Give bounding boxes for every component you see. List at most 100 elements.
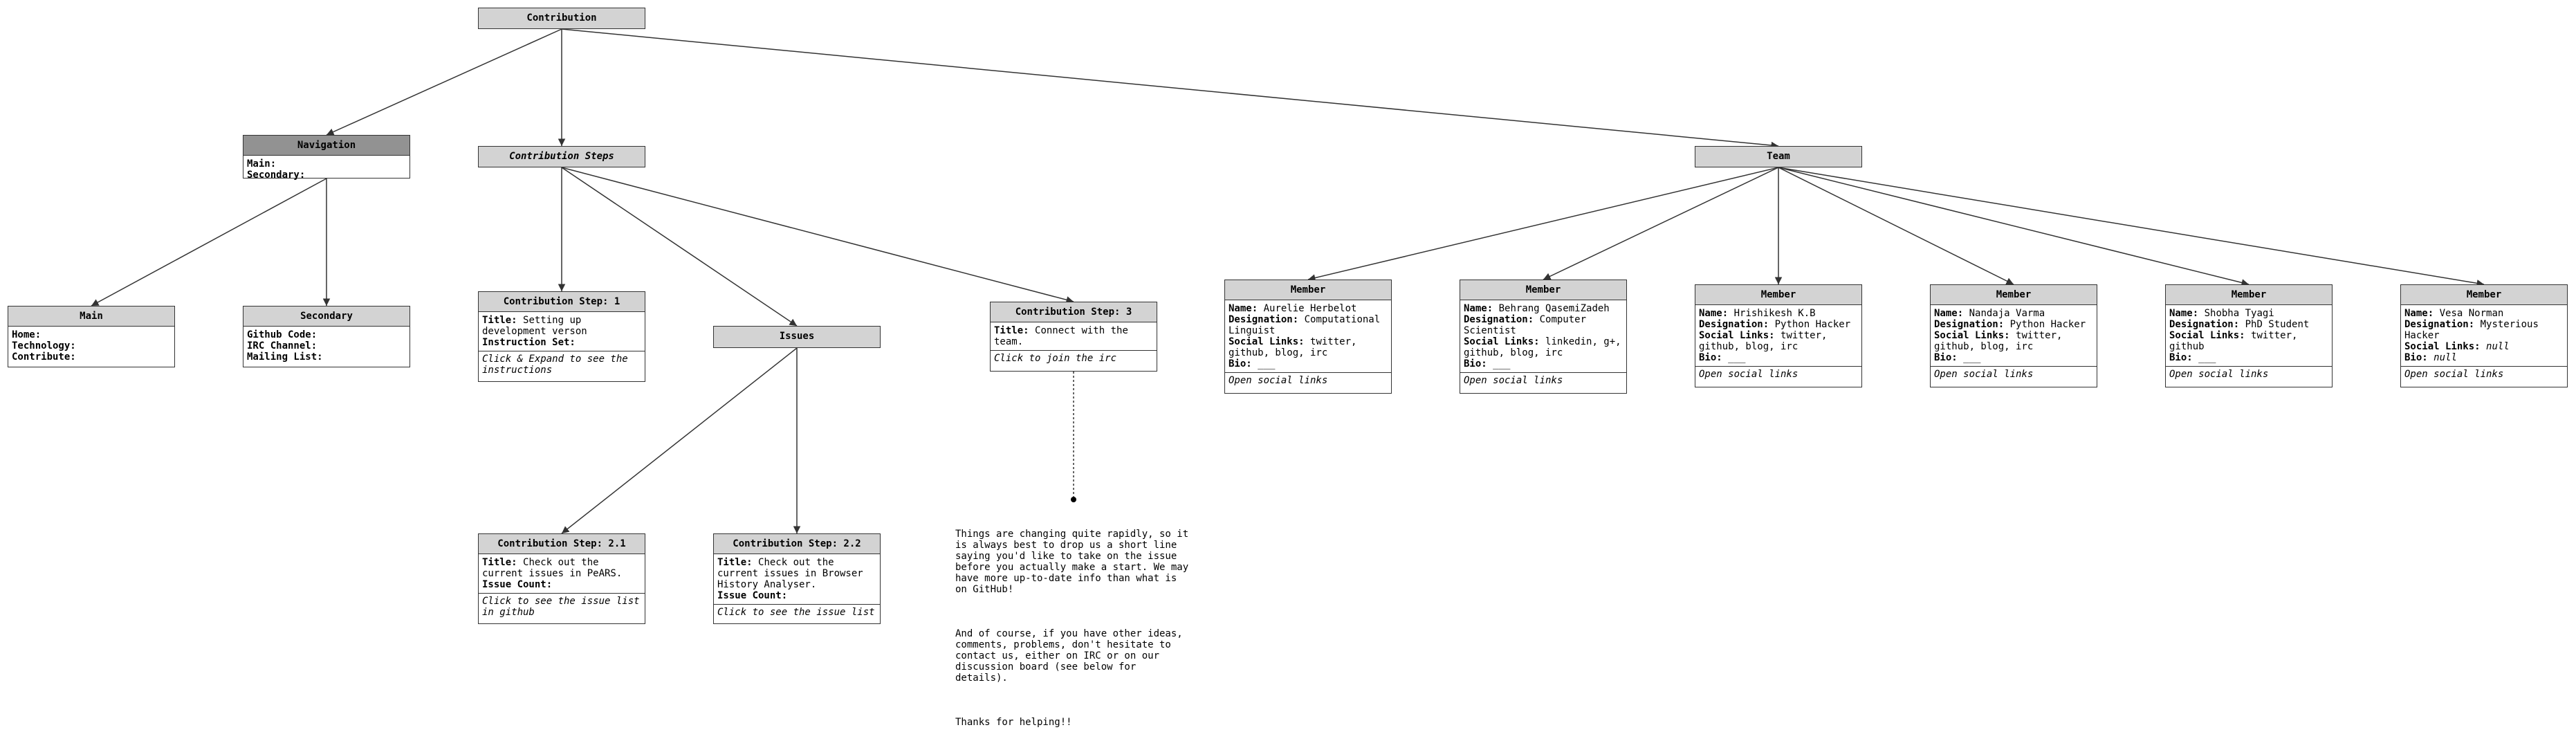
node-member-1[interactable]: Member Name: Aurelie Herbelot Designatio… bbox=[1224, 280, 1392, 394]
field-label: Mailing List: bbox=[247, 351, 323, 363]
node-title: Member bbox=[2166, 285, 2332, 305]
field-value: Connect with the team. bbox=[994, 325, 1128, 347]
field-value: Check out the current issues in Browser … bbox=[717, 557, 863, 590]
member-bio: ___ bbox=[1963, 352, 1981, 363]
field-label: Social Links: bbox=[2404, 341, 2481, 352]
field-label: Designation: bbox=[1699, 319, 1769, 330]
member-designation: Mysterious Hacker bbox=[2404, 319, 2539, 341]
node-title: Contribution bbox=[479, 8, 645, 28]
field-label: Technology: bbox=[12, 340, 76, 351]
node-contribution-step-3[interactable]: Contribution Step: 3 Title: Connect with… bbox=[990, 302, 1157, 372]
field-label: Github Code: bbox=[247, 329, 318, 340]
node-member-3[interactable]: Member Name: Hrishikesh K.B Designation:… bbox=[1695, 284, 1862, 387]
node-title: Main bbox=[8, 307, 174, 327]
member-name: Nandaja Varma bbox=[1969, 308, 2045, 319]
node-navigation[interactable]: Navigation Main: Secondary: bbox=[243, 135, 410, 181]
field-label: Social Links: bbox=[1699, 330, 1775, 341]
member-name: Hrishikesh K.B bbox=[1733, 308, 1816, 319]
node-main[interactable]: Main Home: Technology: Contribute: bbox=[8, 306, 175, 367]
field-label: Title: bbox=[482, 557, 517, 568]
field-label: Instruction Set: bbox=[482, 337, 576, 348]
open-social-links[interactable]: Open social links bbox=[1460, 372, 1626, 388]
field-label: Main: bbox=[247, 158, 277, 170]
field-label: Secondary: bbox=[247, 170, 306, 181]
open-social-links[interactable]: Open social links bbox=[2401, 366, 2567, 382]
note-anchor-dot bbox=[1071, 497, 1076, 502]
field-label: Bio: bbox=[1229, 358, 1252, 369]
field-label: Bio: bbox=[1464, 358, 1487, 369]
field-label: Issue Count: bbox=[717, 590, 788, 601]
field-label: Social Links: bbox=[1464, 336, 1540, 347]
field-label: Bio: bbox=[2404, 352, 2428, 363]
expand-instructions-link[interactable]: Click & Expand to see the instructions bbox=[479, 351, 645, 378]
field-label: Issue Count: bbox=[482, 579, 553, 590]
member-name: Behrang QasemiZadeh bbox=[1498, 303, 1610, 314]
member-bio: ___ bbox=[2198, 352, 2216, 363]
node-title: Team bbox=[1695, 147, 1861, 166]
node-issues[interactable]: Issues bbox=[713, 326, 881, 348]
member-bio: ___ bbox=[1728, 352, 1746, 363]
node-title: Issues bbox=[714, 327, 880, 346]
open-social-links[interactable]: Open social links bbox=[1931, 366, 2097, 382]
open-social-links[interactable]: Open social links bbox=[1695, 366, 1861, 382]
field-label: Designation: bbox=[1229, 314, 1299, 325]
node-title: Member bbox=[1695, 285, 1861, 305]
node-title: Member bbox=[1460, 280, 1626, 300]
member-social: twitter, github, blog, irc bbox=[1229, 336, 1357, 358]
node-contribution-step-1[interactable]: Contribution Step: 1 Title: Setting up d… bbox=[478, 291, 645, 382]
field-label: Name: bbox=[1464, 303, 1493, 314]
diagram-edges bbox=[91, 28, 2485, 534]
open-social-links[interactable]: Open social links bbox=[2166, 366, 2332, 382]
member-designation: PhD Student bbox=[2245, 319, 2310, 330]
member-social: linkedin, g+, github, blog, irc bbox=[1464, 336, 1621, 358]
member-bio: ___ bbox=[1493, 358, 1511, 369]
field-label: Bio: bbox=[2169, 352, 2193, 363]
member-designation: Computational Linguist bbox=[1229, 314, 1381, 336]
node-member-4[interactable]: Member Name: Nandaja Varma Designation: … bbox=[1930, 284, 2097, 387]
field-label: Title: bbox=[717, 557, 753, 568]
field-label: Social Links: bbox=[1934, 330, 2010, 341]
member-social: null bbox=[2486, 341, 2510, 352]
member-name: Aurelie Herbelot bbox=[1263, 303, 1357, 314]
join-irc-link[interactable]: Click to join the irc bbox=[991, 350, 1157, 366]
field-label: Social Links: bbox=[2169, 330, 2245, 341]
edge-team-member-4 bbox=[1778, 167, 2014, 285]
node-member-5[interactable]: Member Name: Shobha Tyagi Designation: P… bbox=[2165, 284, 2333, 387]
edge-issues-step21 bbox=[561, 347, 798, 534]
issue-list-link[interactable]: Click to see the issue list in github bbox=[479, 593, 645, 620]
node-contribution-steps[interactable]: Contribution Steps bbox=[478, 146, 645, 167]
node-member-2[interactable]: Member Name: Behrang QasemiZadeh Designa… bbox=[1460, 280, 1627, 394]
node-title: Member bbox=[2401, 285, 2567, 305]
field-label: Title: bbox=[994, 325, 1029, 336]
node-contribution-step-2-2[interactable]: Contribution Step: 2.2 Title: Check out … bbox=[713, 533, 881, 624]
edge-contribution-navigation bbox=[326, 28, 562, 136]
field-label: Bio: bbox=[1699, 352, 1722, 363]
field-label: Name: bbox=[1934, 308, 1964, 319]
node-title: Contribution Steps bbox=[479, 147, 645, 166]
edge-team-member-5 bbox=[1778, 167, 2250, 286]
node-contribution[interactable]: Contribution bbox=[478, 8, 645, 29]
node-team[interactable]: Team bbox=[1695, 146, 1862, 167]
node-title: Secondary bbox=[243, 307, 410, 327]
member-social: twitter, github, blog, irc bbox=[1699, 330, 1828, 352]
issue-list-link[interactable]: Click to see the issue list bbox=[714, 604, 880, 620]
node-contribution-step-2-1[interactable]: Contribution Step: 2.1 Title: Check out … bbox=[478, 533, 645, 624]
member-social: twitter, github, blog, irc bbox=[1934, 330, 2063, 352]
field-label: Designation: bbox=[1934, 319, 2005, 330]
field-label: Contribute: bbox=[12, 351, 76, 363]
note-paragraph: Things are changing quite rapidly, so it… bbox=[955, 529, 1195, 595]
member-name: Vesa Norman bbox=[2439, 308, 2504, 319]
node-member-6[interactable]: Member Name: Vesa Norman Designation: My… bbox=[2400, 284, 2568, 387]
note-paragraph: Thanks for helping!! bbox=[955, 717, 1072, 728]
member-social: twitter, github bbox=[2169, 330, 2298, 352]
contribution-note: Things are changing quite rapidly, so it… bbox=[955, 506, 1194, 750]
field-label: Name: bbox=[1699, 308, 1729, 319]
open-social-links[interactable]: Open social links bbox=[1225, 372, 1391, 388]
field-value: Check out the current issues in PeARS. bbox=[482, 557, 623, 579]
member-designation: Computer Scientist bbox=[1464, 314, 1587, 336]
member-bio: null bbox=[2434, 352, 2457, 363]
node-secondary[interactable]: Secondary Github Code: IRC Channel: Mail… bbox=[243, 306, 410, 367]
field-label: Designation: bbox=[1464, 314, 1534, 325]
node-title: Contribution Step: 2.1 bbox=[479, 534, 645, 554]
field-label: Name: bbox=[2404, 308, 2434, 319]
